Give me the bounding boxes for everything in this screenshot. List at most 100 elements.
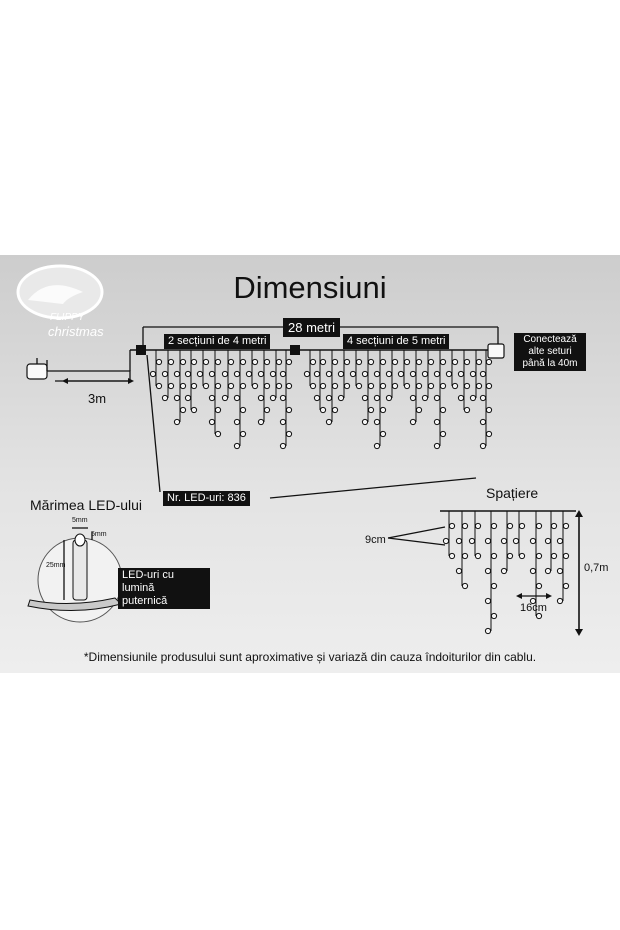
led-bulb <box>490 552 498 560</box>
led-bulb <box>325 418 333 426</box>
led-bulb <box>279 418 287 426</box>
led-bulb <box>457 394 465 402</box>
arrow-right <box>546 593 552 599</box>
led-bulb <box>385 370 393 378</box>
led-bulb <box>263 406 271 414</box>
led-bulb <box>319 358 327 366</box>
led-bulb <box>319 406 327 414</box>
led-bulb <box>355 358 363 366</box>
led-bulb <box>439 430 447 438</box>
led-bulb <box>285 406 293 414</box>
led-bulb <box>461 582 469 590</box>
led-bulb <box>155 358 163 366</box>
led-bulb <box>202 358 210 366</box>
led-bulb <box>451 358 459 366</box>
led-bulb <box>331 382 339 390</box>
led-bulb <box>337 394 345 402</box>
led-bulb <box>385 394 393 402</box>
led-bulb <box>518 522 526 530</box>
led-bulb <box>484 537 492 545</box>
section-b-label: 4 secțiuni de 5 metri <box>343 334 450 349</box>
horizontal-gap-label: 16cm <box>520 602 547 614</box>
led-bulb <box>485 406 493 414</box>
led-bulb <box>319 382 327 390</box>
lead-length-label: 3m <box>88 391 107 406</box>
led-bulb <box>479 442 487 450</box>
led-bulb <box>257 394 265 402</box>
led-bulb <box>485 358 493 366</box>
led-bulb <box>535 522 543 530</box>
end-plug-icon <box>487 343 505 359</box>
gap-pointer <box>387 537 446 546</box>
led-body <box>72 539 88 601</box>
led-bulb <box>184 370 192 378</box>
led-bulb <box>257 418 265 426</box>
connect-line3: până la 40m <box>522 358 578 369</box>
led-bulb <box>484 627 492 635</box>
led-bulb <box>439 382 447 390</box>
count-pointer <box>146 354 161 493</box>
led-bulb <box>457 370 465 378</box>
led-bulb <box>349 370 357 378</box>
led-bulb <box>367 406 375 414</box>
count-pointer <box>269 477 477 499</box>
led-bulb <box>285 430 293 438</box>
led-bulb <box>245 370 253 378</box>
led-bulb <box>214 406 222 414</box>
led-bulb <box>161 394 169 402</box>
spacing-heading: Spațiere <box>486 485 539 501</box>
connect-line2: alte seturi <box>528 346 572 357</box>
led-bulb <box>257 370 265 378</box>
led-bulb <box>463 358 471 366</box>
led-bulb <box>227 358 235 366</box>
led-bulb <box>403 358 411 366</box>
page-title: Dimensiuni <box>233 270 387 305</box>
led-bulb <box>433 442 441 450</box>
led-bulb <box>285 358 293 366</box>
led-bulb <box>479 394 487 402</box>
led-bulb <box>556 567 564 575</box>
led-bulb <box>518 552 526 560</box>
led-bulb <box>279 370 287 378</box>
led-bulb <box>479 418 487 426</box>
gap-pointer <box>387 526 446 539</box>
led-bulb <box>490 612 498 620</box>
led-bulb <box>448 552 456 560</box>
led-bulb <box>448 522 456 530</box>
led-bulb <box>409 370 417 378</box>
led-bulb <box>535 612 543 620</box>
led-bulb <box>355 382 363 390</box>
led-bulb <box>184 394 192 402</box>
logo-line1: FLIPPY <box>50 312 85 323</box>
led-bulb <box>485 430 493 438</box>
led-bulb <box>167 358 175 366</box>
led-bulb <box>379 406 387 414</box>
led-bulb <box>275 358 283 366</box>
led-bulb <box>409 418 417 426</box>
led-bulb <box>421 394 429 402</box>
led-bulb <box>190 358 198 366</box>
led-bulb <box>433 394 441 402</box>
led-bulb <box>373 442 381 450</box>
led-bulb <box>474 522 482 530</box>
led-bulb <box>409 394 417 402</box>
led-bulb <box>529 567 537 575</box>
led-bulb <box>239 382 247 390</box>
led-bulb <box>379 430 387 438</box>
led-bulb <box>544 537 552 545</box>
led-bulb <box>484 597 492 605</box>
led-bulb <box>550 552 558 560</box>
led-bulb <box>275 382 283 390</box>
led-bulb <box>149 370 157 378</box>
led-bulb <box>263 358 271 366</box>
led-bulb <box>208 418 216 426</box>
led-bulb <box>455 567 463 575</box>
led-bulb <box>309 382 317 390</box>
led-bulb <box>433 370 441 378</box>
led-bulb <box>479 370 487 378</box>
led-bulb <box>173 418 181 426</box>
led-bulb <box>463 406 471 414</box>
led-bulb <box>221 394 229 402</box>
led-bulb <box>325 394 333 402</box>
